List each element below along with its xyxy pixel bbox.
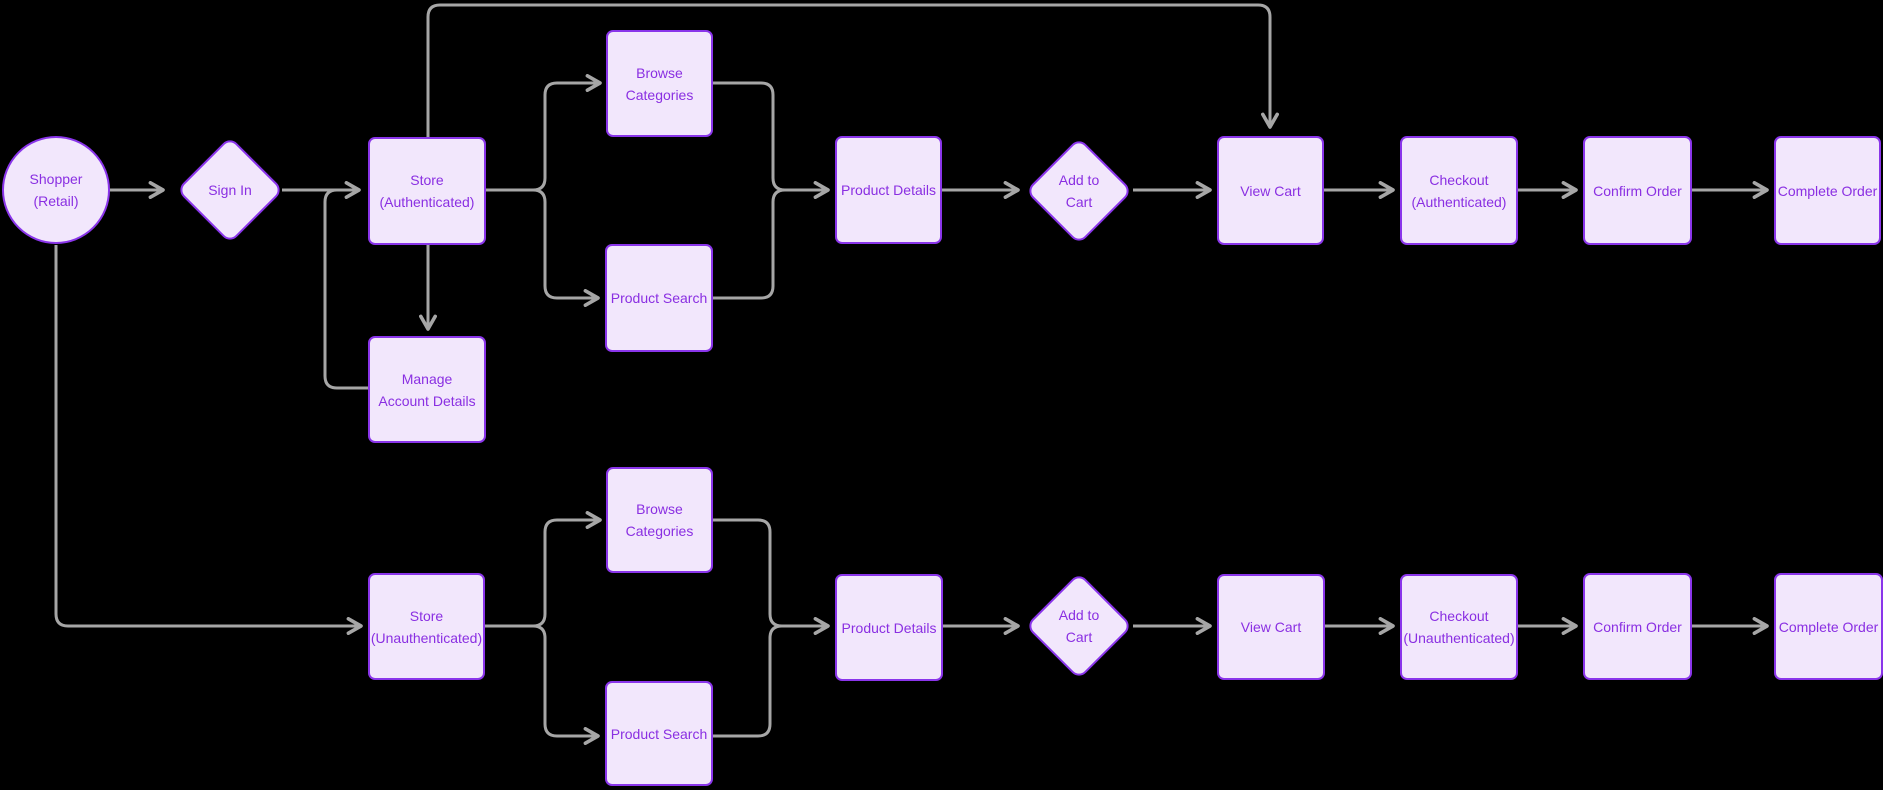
node-product-search-unauth[interactable]: Product Search (605, 681, 713, 786)
node-label: Complete Order (1778, 618, 1879, 635)
node-label: Product Search (610, 290, 708, 306)
edge-productsearch-productdetails-unauth (713, 624, 783, 738)
node-label: View Cart (1240, 182, 1301, 199)
edge-store-unauth-productsearch (485, 624, 600, 745)
node-browse-categories-auth[interactable]: Browse Categories (606, 30, 713, 137)
node-manage-account-details[interactable]: Manage Account Details (368, 336, 486, 443)
edge-store-auth-productsearch (486, 188, 600, 307)
edge-browsecategories-productdetails-unauth (713, 518, 830, 635)
edge-browsecategories-productdetails-auth (713, 81, 830, 199)
node-label: Product Details (841, 182, 936, 198)
node-view-cart-unauth[interactable]: View Cart (1217, 574, 1325, 680)
node-view-cart-auth[interactable]: View Cart (1217, 136, 1324, 245)
node-product-search-auth[interactable]: Product Search (605, 244, 713, 352)
edge-productsearch-productdetails-auth (713, 188, 786, 300)
node-browse-categories-unauth[interactable]: Browse Categories (606, 467, 713, 573)
node-label: Store (Authenticated) (379, 172, 475, 210)
node-add-to-cart-unauth[interactable]: Add to Cart (1025, 572, 1133, 680)
edge-store-auth-browsecategories (486, 74, 602, 192)
node-label: Confirm Order (1593, 182, 1682, 199)
node-label: Product Details (841, 619, 937, 636)
edge-store-auth-viewcart-toploop (426, 3, 1279, 137)
node-label: Store (Unauthenticated) (370, 607, 483, 646)
node-label: View Cart (1240, 619, 1302, 635)
diamond-shape (1025, 572, 1133, 680)
node-label: Checkout (Authenticated) (1411, 171, 1507, 210)
node-add-to-cart-auth[interactable]: Add to Cart (1025, 137, 1133, 245)
node-store-unauthenticated[interactable]: Store (Unauthenticated) (368, 573, 485, 680)
node-label: Browse Categories (625, 64, 694, 103)
node-checkout-unauthenticated[interactable]: Checkout (Unauthenticated) (1400, 574, 1518, 680)
node-complete-order-auth[interactable]: Complete Order (1774, 136, 1881, 245)
node-checkout-authenticated[interactable]: Checkout (Authenticated) (1400, 136, 1518, 245)
node-store-authenticated[interactable]: Store (Authenticated) (368, 137, 486, 245)
node-label: Manage Account Details (378, 370, 476, 409)
node-sign-in[interactable]: Sign In (176, 136, 284, 244)
edge-manageaccount-store-auth (323, 188, 368, 390)
node-label: Confirm Order (1593, 618, 1682, 635)
node-label: Product Search (610, 725, 708, 742)
node-confirm-order-auth[interactable]: Confirm Order (1583, 136, 1692, 245)
diamond-shape (1025, 137, 1133, 245)
node-label: Checkout (Unauthenticated) (1403, 608, 1515, 646)
node-complete-order-unauth[interactable]: Complete Order (1774, 573, 1883, 680)
diamond-shape (176, 136, 284, 244)
node-label: Complete Order (1777, 182, 1878, 199)
node-product-details-unauth[interactable]: Product Details (835, 574, 943, 681)
node-shopper-retail[interactable]: Shopper (Retail) (2, 136, 110, 244)
node-confirm-order-unauth[interactable]: Confirm Order (1583, 573, 1692, 680)
node-product-details-auth[interactable]: Product Details (835, 136, 942, 244)
node-label: Browse Categories (625, 501, 694, 539)
edge-shopper-store-unauth (54, 245, 363, 635)
node-label: Shopper (Retail) (29, 171, 83, 209)
edge-store-unauth-browsecategories (485, 510, 602, 628)
